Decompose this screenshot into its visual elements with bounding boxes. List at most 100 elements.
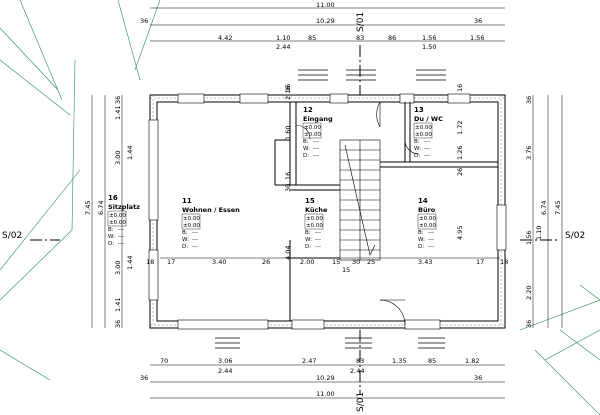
dim-interior-v: 2.16 — [284, 86, 292, 100]
dim-bottom-seg: 83 — [356, 357, 364, 365]
room-stamp: 12 Eingang ±0.00 ±0.00 B: --- W: --- D: … — [302, 106, 333, 159]
dim-right-top-edge: 36 — [525, 96, 533, 104]
dim-interior-small: 16 — [284, 84, 292, 92]
room-d: D: — [303, 153, 309, 159]
dim-interior-small: 15 — [342, 266, 350, 274]
room-level-box — [304, 213, 324, 230]
room-level: ±0.00 — [419, 216, 436, 222]
dim-left-seg: 3.00 — [114, 261, 122, 275]
dim-interior-small: 16 — [456, 84, 464, 92]
dim-right-mark: 1.10 — [535, 226, 543, 240]
room-stamp: 15 Küche ±0.00 ±0.00 B: --- W: --- D: --… — [304, 197, 328, 250]
dim-interior: 25 — [367, 258, 375, 266]
room-level: ±0.00 — [306, 216, 323, 222]
room-w: W: — [182, 237, 189, 243]
room-b-value: --- — [313, 139, 319, 145]
dim-bottom-seg: 85 — [428, 357, 436, 365]
room-stamp: 11 Wohnen / Essen ±0.00 ±0.00 B: --- W: … — [181, 197, 240, 250]
dim-left-total: 7.45 — [84, 201, 92, 215]
room-name: Büro — [418, 206, 436, 214]
room-name: Sitzplatz — [108, 203, 140, 211]
dim-right-inner: 6.74 — [540, 201, 548, 215]
room-stamp: 13 Du / WC ±0.00 ±0.00 B: --- W: --- D: … — [413, 106, 443, 159]
section-label-left: S/02 — [2, 231, 22, 241]
room-name: Wohnen / Essen — [182, 206, 240, 214]
dim-left-seg: 1.41 — [114, 106, 122, 120]
interior-walls — [274, 102, 498, 321]
room-b: B: — [305, 230, 311, 236]
dim-bottom-sub: 2.44 — [218, 367, 232, 375]
dim-interior-small: 26 — [456, 168, 464, 176]
room-b-value: --- — [192, 230, 198, 236]
dim-bottom-sub: 2.44 — [350, 367, 364, 375]
room-b: B: — [418, 230, 424, 236]
room-name: Küche — [305, 206, 328, 214]
room-d-value: --- — [428, 244, 434, 250]
dim-interior: 30 — [352, 258, 360, 266]
room-w-value: --- — [313, 146, 319, 152]
room-d: D: — [414, 153, 420, 159]
dim-top-right-edge: 36 — [474, 17, 482, 25]
dim-interior: 17 — [167, 258, 175, 266]
room-w: W: — [418, 237, 425, 243]
dim-interior: 2.00 — [300, 258, 314, 266]
room-w-value: --- — [315, 237, 321, 243]
dim-left-seg: 1.41 — [114, 298, 122, 312]
dim-top-seg: 4.42 — [218, 34, 232, 42]
dim-top-left-edge: 36 — [140, 17, 148, 25]
dim-interior-v: 4.95 — [456, 226, 464, 240]
room-level-box — [181, 213, 201, 230]
room-d: D: — [182, 244, 188, 250]
room-level: ±0.00 — [304, 125, 321, 131]
dim-left-top-edge: 36 — [114, 96, 122, 104]
dim-bottom-seg: 70 — [160, 357, 168, 365]
room-level: ±0.00 — [304, 132, 321, 138]
room-d: D: — [418, 244, 424, 250]
dim-interior-small: 30 — [284, 184, 292, 192]
room-b: B: — [108, 227, 114, 233]
room-level-box — [413, 122, 433, 139]
room-level: ±0.00 — [419, 223, 436, 229]
room-w: W: — [108, 234, 115, 240]
dim-top-sub: 2.44 — [276, 43, 290, 51]
dim-top-seg: 1.56 — [422, 34, 436, 42]
section-label-top: S/01 — [356, 12, 366, 32]
dim-right-seg: 2.20 — [525, 286, 533, 300]
room-w: W: — [414, 146, 421, 152]
dim-bottom-total: 11.00 — [316, 390, 335, 398]
room-number: 15 — [305, 197, 315, 205]
room-level: ±0.00 — [183, 223, 200, 229]
section-label-bottom: S/01 — [356, 392, 366, 412]
room-level: ±0.00 — [109, 213, 126, 219]
dim-interior: 18 — [500, 258, 508, 266]
dim-top-sub: 1.50 — [422, 43, 436, 51]
room-level-box — [302, 122, 322, 139]
dim-interior: 26 — [262, 258, 270, 266]
dim-interior-v: 1.72 — [456, 121, 464, 135]
dim-bottom-right-edge: 36 — [474, 374, 482, 382]
dim-interior: 18 — [146, 258, 154, 266]
dim-interior-v: 1.26 — [456, 146, 464, 160]
dim-interior: 17 — [476, 258, 484, 266]
dim-top-seg: 85 — [308, 34, 316, 42]
section-label-right: S/02 — [565, 231, 585, 241]
room-w-value: --- — [118, 234, 124, 240]
room-stamp: 14 Büro ±0.00 ±0.00 B: --- W: --- D: --- — [417, 197, 436, 250]
room-b: B: — [182, 230, 188, 236]
dim-left-mark: 1.44 — [126, 146, 134, 160]
dim-right-seg: 3.76 — [525, 146, 533, 160]
dim-interior: 3.43 — [418, 258, 432, 266]
room-name: Eingang — [303, 115, 333, 123]
dim-right-bottom-edge: 36 — [525, 320, 533, 328]
dim-top-seg: 1.56 — [470, 34, 484, 42]
room-w: W: — [303, 146, 310, 152]
dim-left-mark: 1.44 — [126, 256, 134, 270]
dim-left-inner: 6.74 — [97, 201, 105, 215]
dim-right-total: 7.45 — [554, 201, 562, 215]
level-markers — [215, 69, 446, 349]
room-level: ±0.00 — [415, 125, 432, 131]
dim-interior-small: 16 — [284, 172, 292, 180]
dim-top-seg: 1.10 — [276, 34, 290, 42]
